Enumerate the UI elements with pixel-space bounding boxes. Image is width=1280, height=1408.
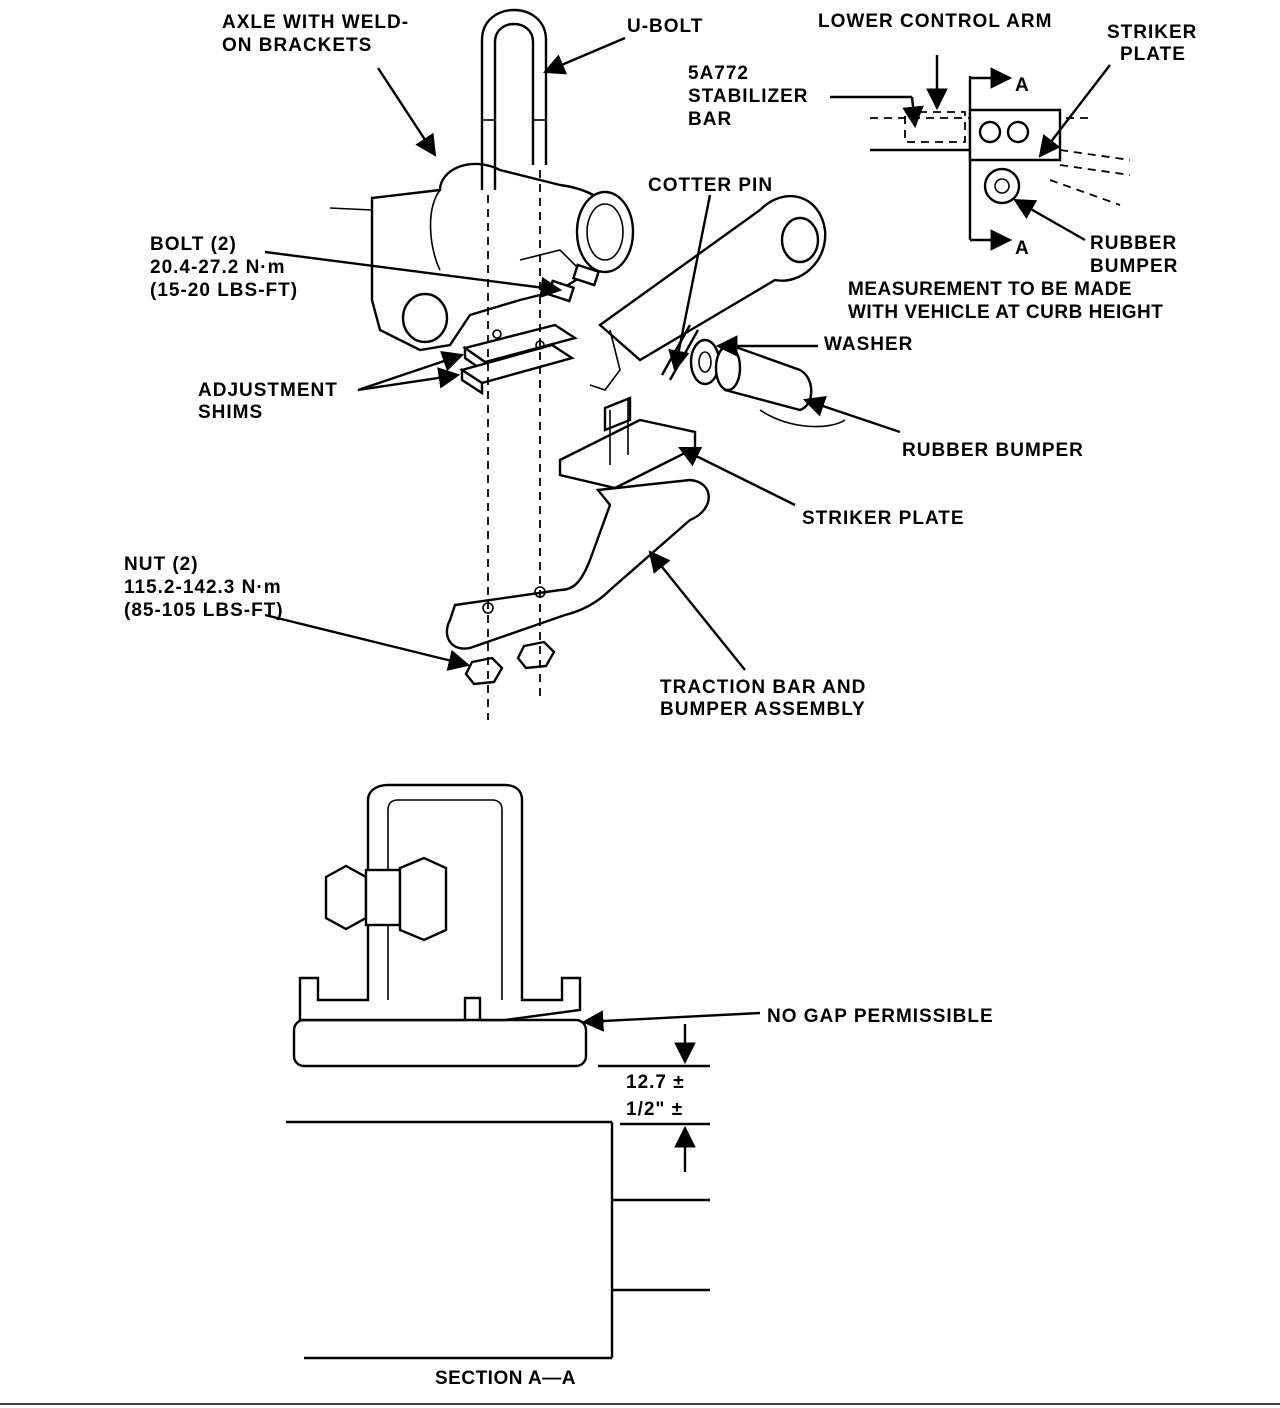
inset-detail — [830, 55, 1131, 251]
section-title: SECTION A—A — [435, 1368, 576, 1389]
rubber-bumper — [714, 343, 846, 428]
label-no-gap: NO GAP PERMISSIBLE — [767, 1006, 994, 1027]
section-a-a — [286, 783, 761, 1360]
striker-plate — [558, 396, 697, 490]
assembly-centerlines — [487, 170, 541, 720]
leader-lines — [264, 36, 901, 671]
label-cotter-pin: COTTER PIN — [648, 175, 773, 196]
label-traction-bar: TRACTION BAR AND BUMPER ASSEMBLY — [660, 677, 873, 720]
label-axle: AXLE WITH WELD- ON BRACKETS — [222, 12, 415, 56]
label-lower-control-arm: LOWER CONTROL ARM — [818, 11, 1052, 32]
label-rubber-bumper-inset: RUBBER BUMPER — [1090, 233, 1184, 277]
adjustment-shims — [459, 323, 578, 396]
label-nut: NUT (2) 115.2-142.3 N·m (85-105 LBS-FT) — [124, 554, 288, 621]
section-marker-bottom: A — [1015, 238, 1030, 259]
label-dimension: 12.7 ± 1/2" ± — [626, 1072, 691, 1120]
label-striker-plate: STRIKER PLATE — [802, 508, 965, 529]
section-marker-top: A — [1015, 75, 1030, 96]
lower-control-arm — [589, 194, 827, 391]
label-u-bolt: U-BOLT — [627, 16, 703, 37]
label-bolt: BOLT (2) 20.4-27.2 N·m (15-20 LBS-FT) — [150, 234, 298, 301]
u-bolt — [480, 8, 548, 190]
label-rubber-bumper: RUBBER BUMPER — [902, 440, 1084, 461]
label-adjustment-shims: ADJUSTMENT SHIMS — [198, 380, 344, 423]
traction-bar-assembly — [445, 478, 710, 650]
axle-housing — [329, 162, 635, 352]
measurement-note: MEASUREMENT TO BE MADE WITH VEHICLE AT C… — [848, 279, 1163, 323]
label-striker-plate-inset: STRIKER PLATE — [1107, 22, 1204, 65]
nut — [464, 640, 556, 686]
washer — [689, 338, 721, 386]
label-stabilizer-bar: 5A772 STABILIZER BAR — [688, 63, 815, 130]
label-washer: WASHER — [824, 334, 913, 355]
labels: AXLE WITH WELD- ON BRACKETS U-BOLT LOWER… — [124, 11, 1204, 1389]
